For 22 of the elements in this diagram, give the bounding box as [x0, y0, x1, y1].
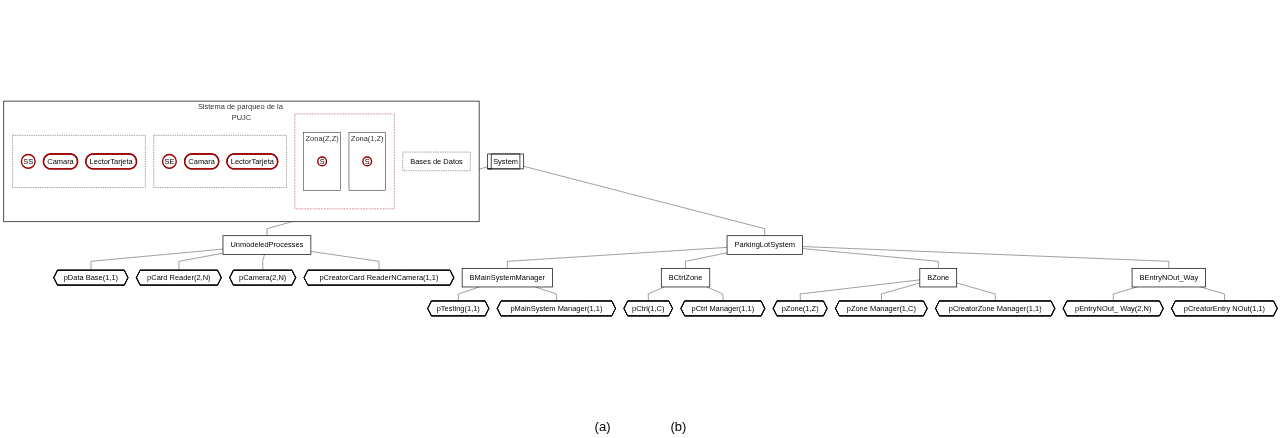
- connector: [310, 251, 380, 271]
- connector: [799, 279, 921, 302]
- connector: [535, 286, 557, 302]
- connector: [458, 286, 480, 302]
- panel-caption: (b): [670, 419, 687, 434]
- connector: [262, 254, 265, 271]
- connector: [523, 166, 765, 236]
- connector: [90, 248, 224, 271]
- connector: [802, 248, 939, 269]
- cluster: [12, 135, 146, 188]
- connector: [802, 246, 1170, 269]
- cluster: [294, 113, 395, 210]
- connector: [178, 252, 224, 271]
- connector: [647, 286, 665, 302]
- connector: [1200, 286, 1225, 302]
- panel-caption: (a): [594, 419, 611, 434]
- connector: [956, 282, 996, 302]
- connector: [881, 282, 921, 302]
- connector: [507, 247, 728, 269]
- connector: [706, 286, 724, 302]
- cluster: [153, 135, 287, 188]
- connector: [685, 252, 728, 269]
